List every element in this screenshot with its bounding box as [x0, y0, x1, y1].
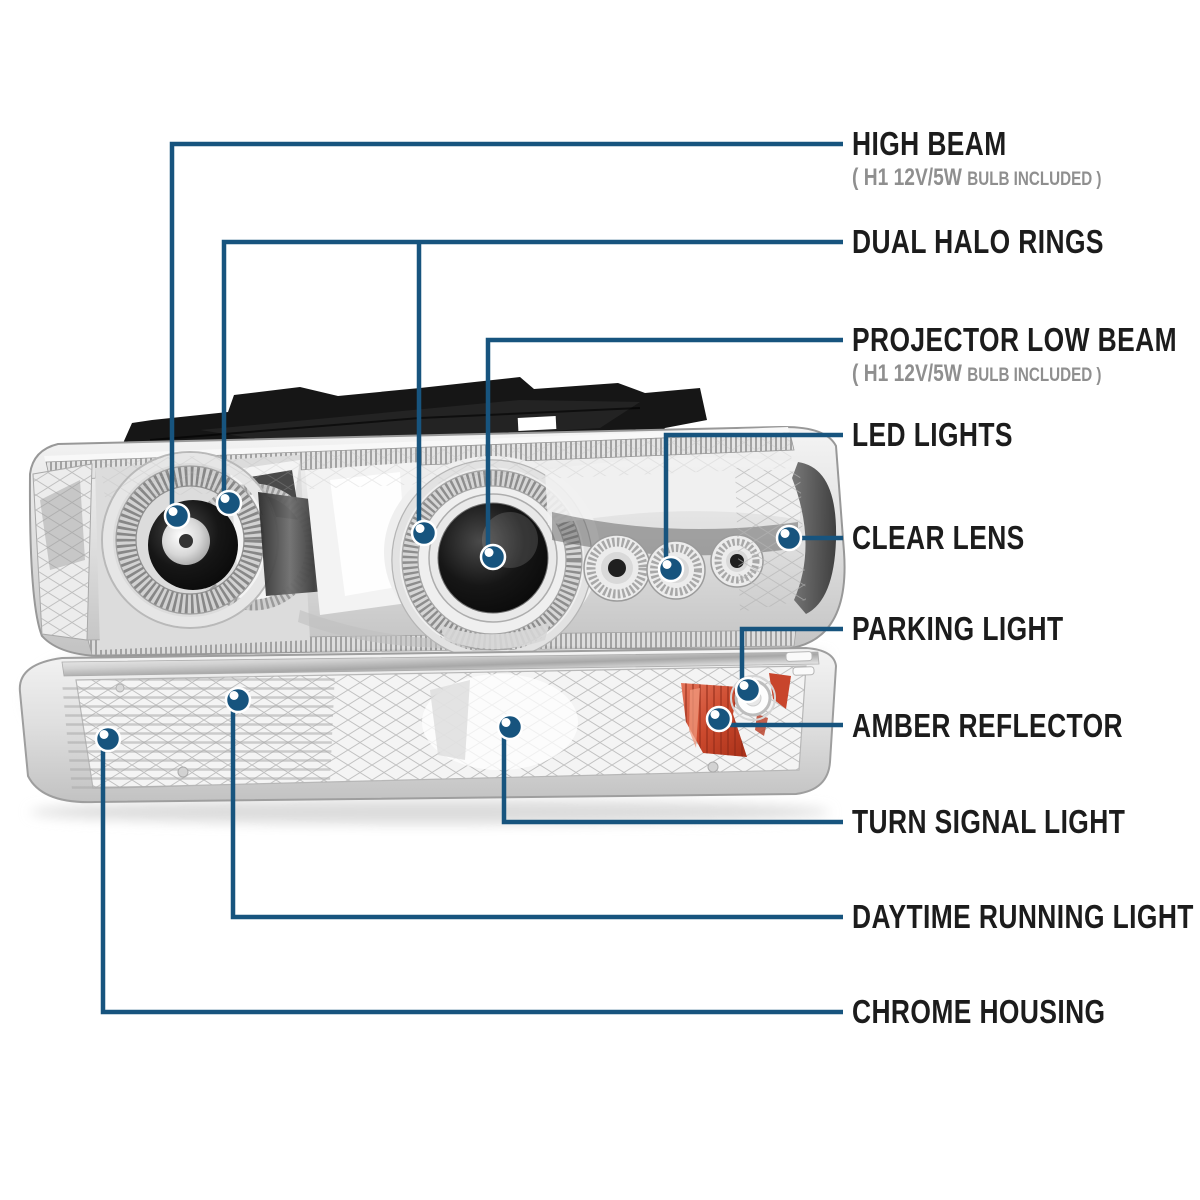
- callout-line-daytime-running-light: [230, 709, 843, 920]
- callout-projector-low-beam: [479, 337, 843, 571]
- callout-line-parking-light: [739, 626, 843, 682]
- callout-line-dual-halo-rings: [221, 239, 843, 495]
- callout-marker-dot: [410, 519, 438, 547]
- bumper-light-assembly: [18, 646, 838, 804]
- drl-rib-lens: [62, 672, 335, 790]
- callout-line-led-lights: [663, 432, 843, 561]
- callout-marker-dot: [496, 713, 524, 741]
- callout-marker-dot: [224, 686, 252, 714]
- callout-line-chrome-housing: [100, 748, 843, 1015]
- callout-marker-dot: [657, 555, 685, 583]
- callout-turn-signal-light: [496, 713, 843, 825]
- callout-high-beam: [163, 141, 843, 530]
- callout-led-lights: [657, 432, 843, 583]
- callout-chrome-housing: [94, 725, 843, 1015]
- callout-marker-dot: [94, 725, 122, 753]
- callout-marker-dot: [734, 676, 762, 704]
- led-rosette: [583, 534, 651, 602]
- callout-clear-lens: [775, 524, 843, 552]
- callout-line-high-beam: [169, 141, 843, 508]
- callout-daytime-running-light: [224, 686, 843, 920]
- callout-marker-dot: [705, 705, 733, 733]
- clear-lens-facets: [735, 468, 806, 612]
- callout-marker-dot: [775, 524, 803, 552]
- headlight-assembly: [28, 425, 846, 661]
- callout-dual-halo-rings: [215, 239, 843, 547]
- callout-layer: [94, 141, 843, 1015]
- callout-line-turn-signal-light: [501, 737, 843, 825]
- callout-marker-dot: [163, 502, 191, 530]
- callout-marker-dot: [479, 543, 507, 571]
- callout-marker-dot: [215, 489, 243, 517]
- callout-line-projector-low-beam: [485, 337, 843, 549]
- callout-parking-light: [734, 626, 843, 704]
- callout-amber-reflector: [705, 705, 843, 733]
